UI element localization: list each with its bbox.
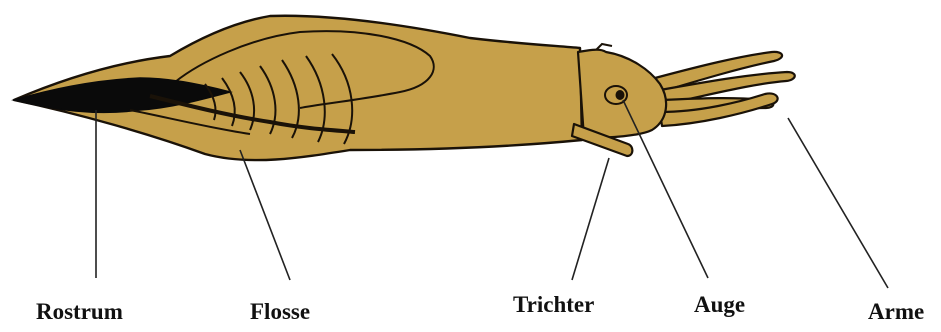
eye-pupil [616, 90, 625, 100]
squid-arms [655, 52, 795, 126]
leader-line-trichter [572, 158, 609, 280]
label-rostrum: Rostrum [36, 300, 123, 323]
label-flosse: Flosse [250, 300, 310, 323]
leader-line-flosse [240, 150, 290, 280]
label-trichter: Trichter [513, 293, 594, 316]
label-arme: Arme [868, 300, 924, 323]
label-auge: Auge [694, 293, 745, 316]
leader-line-arme [788, 118, 888, 288]
